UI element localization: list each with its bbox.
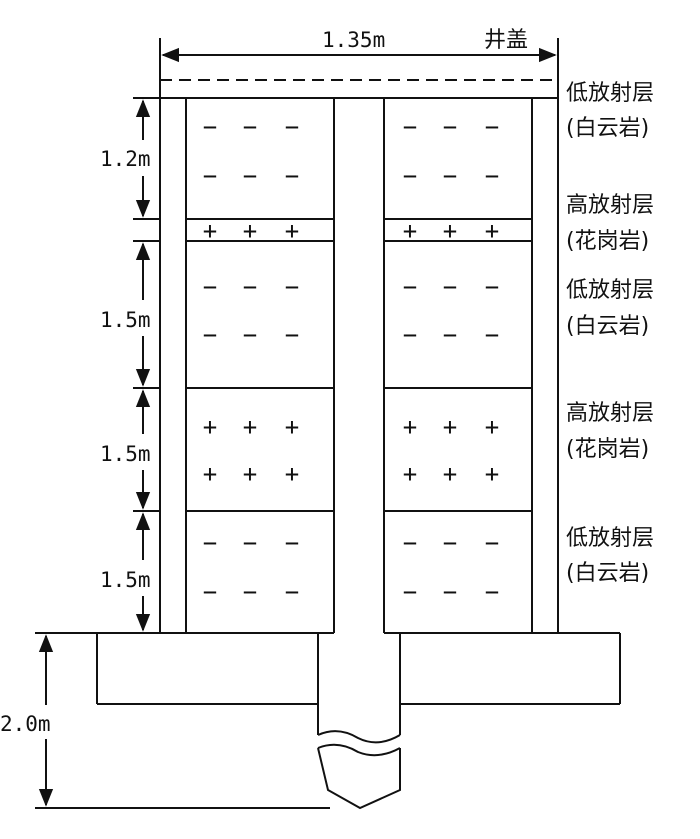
layer-5-mark: −	[285, 529, 299, 557]
layer-1-mark: −	[403, 162, 417, 190]
layer-4-mark: +	[203, 460, 217, 488]
layer-2-mark: +	[403, 217, 417, 245]
layer-3-mark: −	[285, 321, 299, 349]
well-cover-label: 井盖	[484, 28, 528, 53]
pipe-tip	[317, 747, 401, 810]
layer-3-mark: −	[403, 321, 417, 349]
layer-3-mark: −	[485, 273, 499, 301]
layer-3-mark: −	[485, 321, 499, 349]
layer-2-mark: +	[203, 217, 217, 245]
layer-rock-1: (白云岩)	[566, 116, 649, 141]
dim-label-base: 2.0m	[0, 712, 51, 736]
layer-1-mark: −	[203, 113, 217, 141]
layer-4-mark: +	[285, 413, 299, 441]
layer-5-mark: −	[485, 529, 499, 557]
layer-3-mark: −	[285, 273, 299, 301]
layer-4-mark: +	[203, 413, 217, 441]
layer-1-mark: −	[485, 162, 499, 190]
layer-name-1: 低放射层	[566, 81, 654, 106]
layer-3-mark: −	[443, 321, 457, 349]
layer-5-mark: −	[443, 529, 457, 557]
pipe-break-bottom	[317, 743, 401, 757]
layer-1-mark: −	[443, 113, 457, 141]
layer-4-mark: +	[485, 460, 499, 488]
layer-rock-5: (白云岩)	[566, 561, 649, 586]
layer-1-mark: −	[243, 113, 257, 141]
layer-4-mark: +	[243, 460, 257, 488]
layer-1-mark: −	[243, 162, 257, 190]
layer-1-mark: −	[403, 113, 417, 141]
layer-2-mark: +	[285, 217, 299, 245]
layer-3-mark: −	[243, 273, 257, 301]
layer-1-mark: −	[285, 162, 299, 190]
layer-3-mark: −	[403, 273, 417, 301]
layer-4-mark: +	[285, 460, 299, 488]
layer-name-5: 低放射层	[566, 526, 654, 551]
layer-2-mark: +	[443, 217, 457, 245]
layer-1-mark: −	[443, 162, 457, 190]
layer-3-mark: −	[243, 321, 257, 349]
layer-rock-4: (花岗岩)	[566, 437, 649, 462]
pipe-break-top	[317, 730, 401, 744]
layer-5-mark: −	[443, 578, 457, 606]
layer-5-mark: −	[403, 578, 417, 606]
layer-5-mark: −	[403, 529, 417, 557]
layer-name-3: 低放射层	[566, 278, 654, 303]
layer-4-mark: +	[443, 413, 457, 441]
layer-3-mark: −	[443, 273, 457, 301]
layer-4-mark: +	[243, 413, 257, 441]
layer-5-mark: −	[203, 529, 217, 557]
layer-2-mark: +	[243, 217, 257, 245]
layer-5-mark: −	[285, 578, 299, 606]
layer-4-mark: +	[485, 413, 499, 441]
layer-4-mark: +	[443, 460, 457, 488]
layer-5-mark: −	[203, 578, 217, 606]
layer-2-mark: +	[485, 217, 499, 245]
dim-label-3: 1.5m	[100, 308, 151, 332]
layer-1-mark: −	[285, 113, 299, 141]
layer-4-mark: +	[403, 460, 417, 488]
dim-label-4: 1.5m	[100, 442, 151, 466]
layer-name-4: 高放射层	[566, 401, 654, 426]
layer-1-mark: −	[203, 162, 217, 190]
layer-name-2: 高放射层	[566, 193, 654, 218]
dim-label-top: 1.35m	[322, 28, 385, 52]
layer-3-mark: −	[203, 321, 217, 349]
layer-4-mark: +	[403, 413, 417, 441]
dim-label-5: 1.5m	[100, 568, 151, 592]
layer-5-mark: −	[243, 578, 257, 606]
layer-1-mark: −	[485, 113, 499, 141]
layer-rock-2: (花岗岩)	[566, 229, 649, 254]
layer-rock-3: (白云岩)	[566, 314, 649, 339]
dim-label-1: 1.2m	[100, 147, 151, 171]
layer-3-mark: −	[203, 273, 217, 301]
layer-5-mark: −	[243, 529, 257, 557]
layer-5-mark: −	[485, 578, 499, 606]
